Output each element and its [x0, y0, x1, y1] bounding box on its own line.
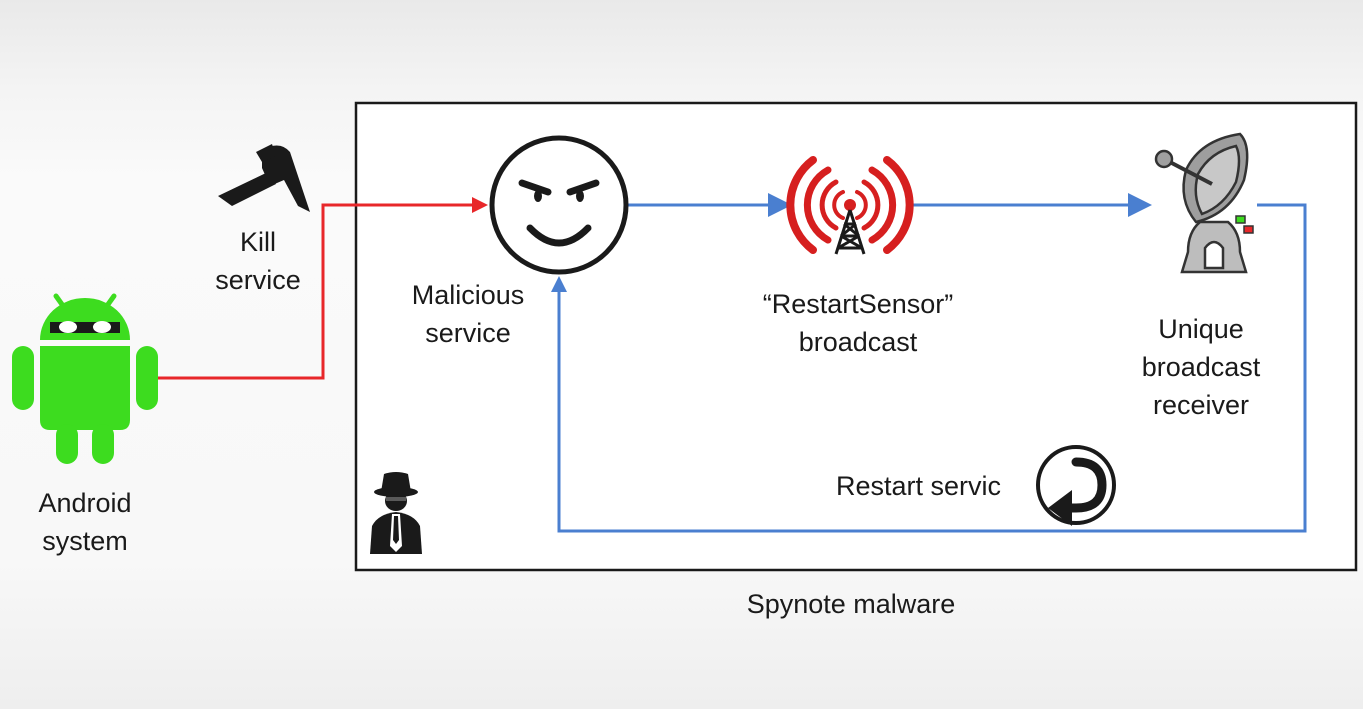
receiver-label-line3: receiver: [1152, 390, 1250, 420]
android-robot-icon: [12, 293, 158, 464]
kill-arrow: [158, 197, 488, 380]
receiver-label-line1: Unique: [1158, 314, 1244, 344]
kill-service-label: Kill service: [188, 223, 328, 299]
broadcast-label-line2: broadcast: [798, 327, 918, 357]
restart-service-label: Restart servic: [836, 471, 1002, 501]
broadcast-tower-icon: [786, 156, 914, 255]
spynote-malware-caption: Spynote malware: [746, 589, 956, 619]
evil-smiley-icon: [489, 135, 629, 275]
android-label-line2: system: [42, 526, 128, 556]
malicious-label-line1: Malicious: [411, 280, 525, 310]
android-system-label: Android system: [10, 484, 160, 560]
malicious-label-line2: service: [425, 318, 511, 348]
restart-loop-arrow: [551, 203, 1307, 533]
kill-label-line1: Kill: [239, 227, 276, 257]
receiver-label-line2: broadcast: [1141, 352, 1261, 382]
flow-arrow-broadcast-to-receiver: [913, 193, 1152, 217]
malicious-service-label: Malicious service: [388, 276, 548, 352]
android-label-line1: Android: [38, 488, 132, 518]
restart-arrow-icon: [1036, 445, 1116, 526]
spy-agent-icon: [370, 472, 422, 554]
unique-broadcast-receiver-label: Unique broadcast receiver: [1116, 310, 1286, 424]
knife-icon: [218, 144, 310, 212]
flow-arrow-malicious-to-broadcast: [627, 193, 792, 217]
broadcast-label-line1: “RestartSensor”: [762, 289, 954, 319]
restartsensor-broadcast-label: “RestartSensor” broadcast: [728, 285, 988, 361]
kill-label-line2: service: [215, 265, 301, 295]
satellite-dish-icon: [1154, 132, 1254, 274]
